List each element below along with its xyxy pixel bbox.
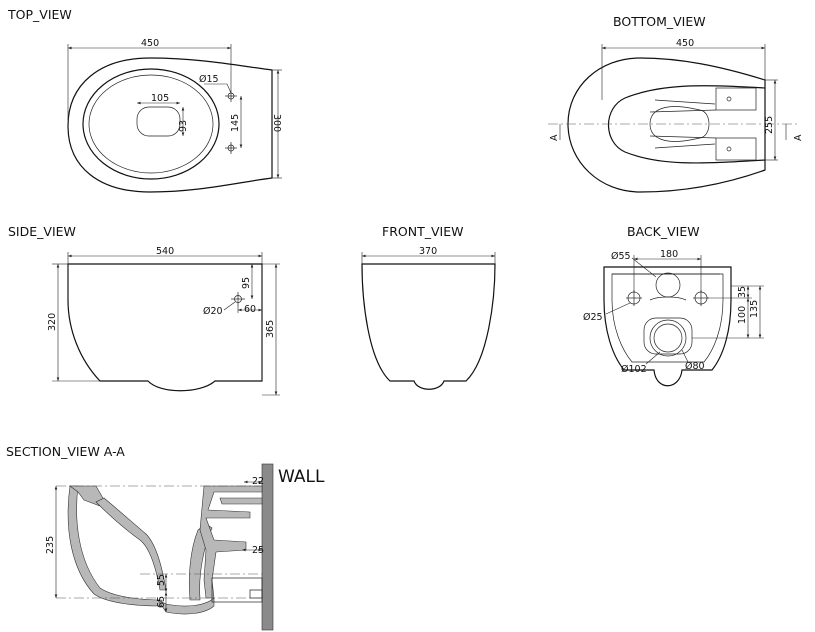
section-trap-65-dim: 65 (156, 596, 167, 608)
back-dim-135: 135 (749, 300, 760, 318)
section-outer-shell (67, 485, 163, 607)
back-view-inlet (655, 272, 681, 298)
top-bolt-dia-dim: Ø15 (199, 74, 219, 85)
section-marker-left: A (549, 134, 560, 141)
bottom-width-dim: 450 (676, 38, 694, 49)
section-view: SECTION_VIEW A-A WALL 235 22 25 55 (6, 444, 325, 631)
bottom-view-hole-lower (726, 146, 732, 152)
section-outlet-offset-dim: 25 (252, 545, 264, 556)
bottom-view-pad-lower (715, 137, 757, 161)
front-view-outline (361, 263, 496, 390)
side-hole-offset-back-dim: 60 (244, 304, 256, 315)
bottom-view: BOTTOM_VIEW A A 450 255 (548, 14, 804, 193)
back-view-outlet-outer (649, 319, 687, 357)
back-view-title: BACK_VIEW (627, 224, 700, 239)
section-back-body (199, 485, 263, 599)
back-outlet-inner-dim: Ø80 (685, 361, 705, 372)
bottom-view-pad-upper (715, 87, 757, 111)
top-view-outline (67, 57, 273, 193)
bottom-view-outline (567, 57, 766, 193)
bottom-height-dim: 255 (764, 116, 775, 134)
front-view: FRONT_VIEW 370 (361, 224, 496, 390)
top-depth-dim: 300 (271, 114, 282, 132)
side-hole-dia-dim: Ø20 (203, 306, 223, 317)
top-view-title: TOP_VIEW (7, 7, 72, 22)
back-view-bolt-hole-right (693, 290, 709, 306)
top-opening-width-dim: 105 (151, 93, 169, 104)
top-opening-depth-dim: 93 (178, 120, 189, 132)
side-hole-offset-top-dim: 95 (241, 277, 252, 289)
bottom-view-hole-upper (726, 96, 732, 102)
top-view-bolt-hole-upper (225, 90, 237, 102)
wall-block (261, 463, 274, 631)
side-height-back-dim: 365 (265, 320, 276, 338)
wall-label: WALL (278, 467, 325, 487)
back-view-inner-outline (611, 273, 724, 363)
front-width-dim: 370 (419, 246, 437, 257)
section-marker-right: A (793, 134, 804, 141)
side-view-title: SIDE_VIEW (8, 224, 76, 239)
section-height-dim: 235 (45, 536, 56, 554)
back-dim-100: 100 (737, 306, 748, 324)
front-view-title: FRONT_VIEW (382, 224, 463, 239)
back-view-outline (603, 266, 732, 387)
section-trap-55-dim: 55 (156, 574, 167, 586)
top-view-bowl-opening (136, 106, 181, 137)
top-view-rim (82, 68, 220, 180)
side-length-dim: 540 (156, 246, 174, 257)
section-inlet-channel (219, 497, 263, 505)
top-bolt-spacing-dim: 145 (230, 114, 241, 132)
back-bolt-dia-dim: Ø25 (583, 312, 603, 323)
side-height-front-dim: 320 (47, 313, 58, 331)
back-bolt-spacing-dim: 180 (660, 249, 678, 260)
side-view: SIDE_VIEW 540 320 365 95 60 Ø20 (8, 224, 280, 396)
top-width-dim: 450 (141, 38, 159, 49)
top-view-rim-inner (88, 74, 214, 174)
top-view-bolt-hole-lower (225, 142, 237, 154)
bottom-view-inner-outline (607, 85, 766, 164)
side-view-inlet-hole (231, 292, 245, 306)
bottom-view-title: BOTTOM_VIEW (613, 14, 706, 29)
back-view: BACK_VIEW 180 Ø55 Ø25 (583, 224, 764, 387)
back-view-outlet-frame (643, 317, 693, 355)
top-view: TOP_VIEW 450 Ø15 105 93 145 (7, 7, 282, 193)
section-wall-gap-dim: 22 (252, 476, 264, 487)
back-outlet-outer-dim: Ø102 (621, 364, 647, 375)
back-inlet-dia-dim: Ø55 (611, 251, 631, 262)
back-view-outlet-inner (653, 323, 683, 353)
back-dim-35: 35 (737, 286, 748, 298)
bottom-view-recess (649, 106, 710, 142)
side-view-outline (67, 263, 263, 392)
section-view-title: SECTION_VIEW A-A (6, 444, 125, 459)
